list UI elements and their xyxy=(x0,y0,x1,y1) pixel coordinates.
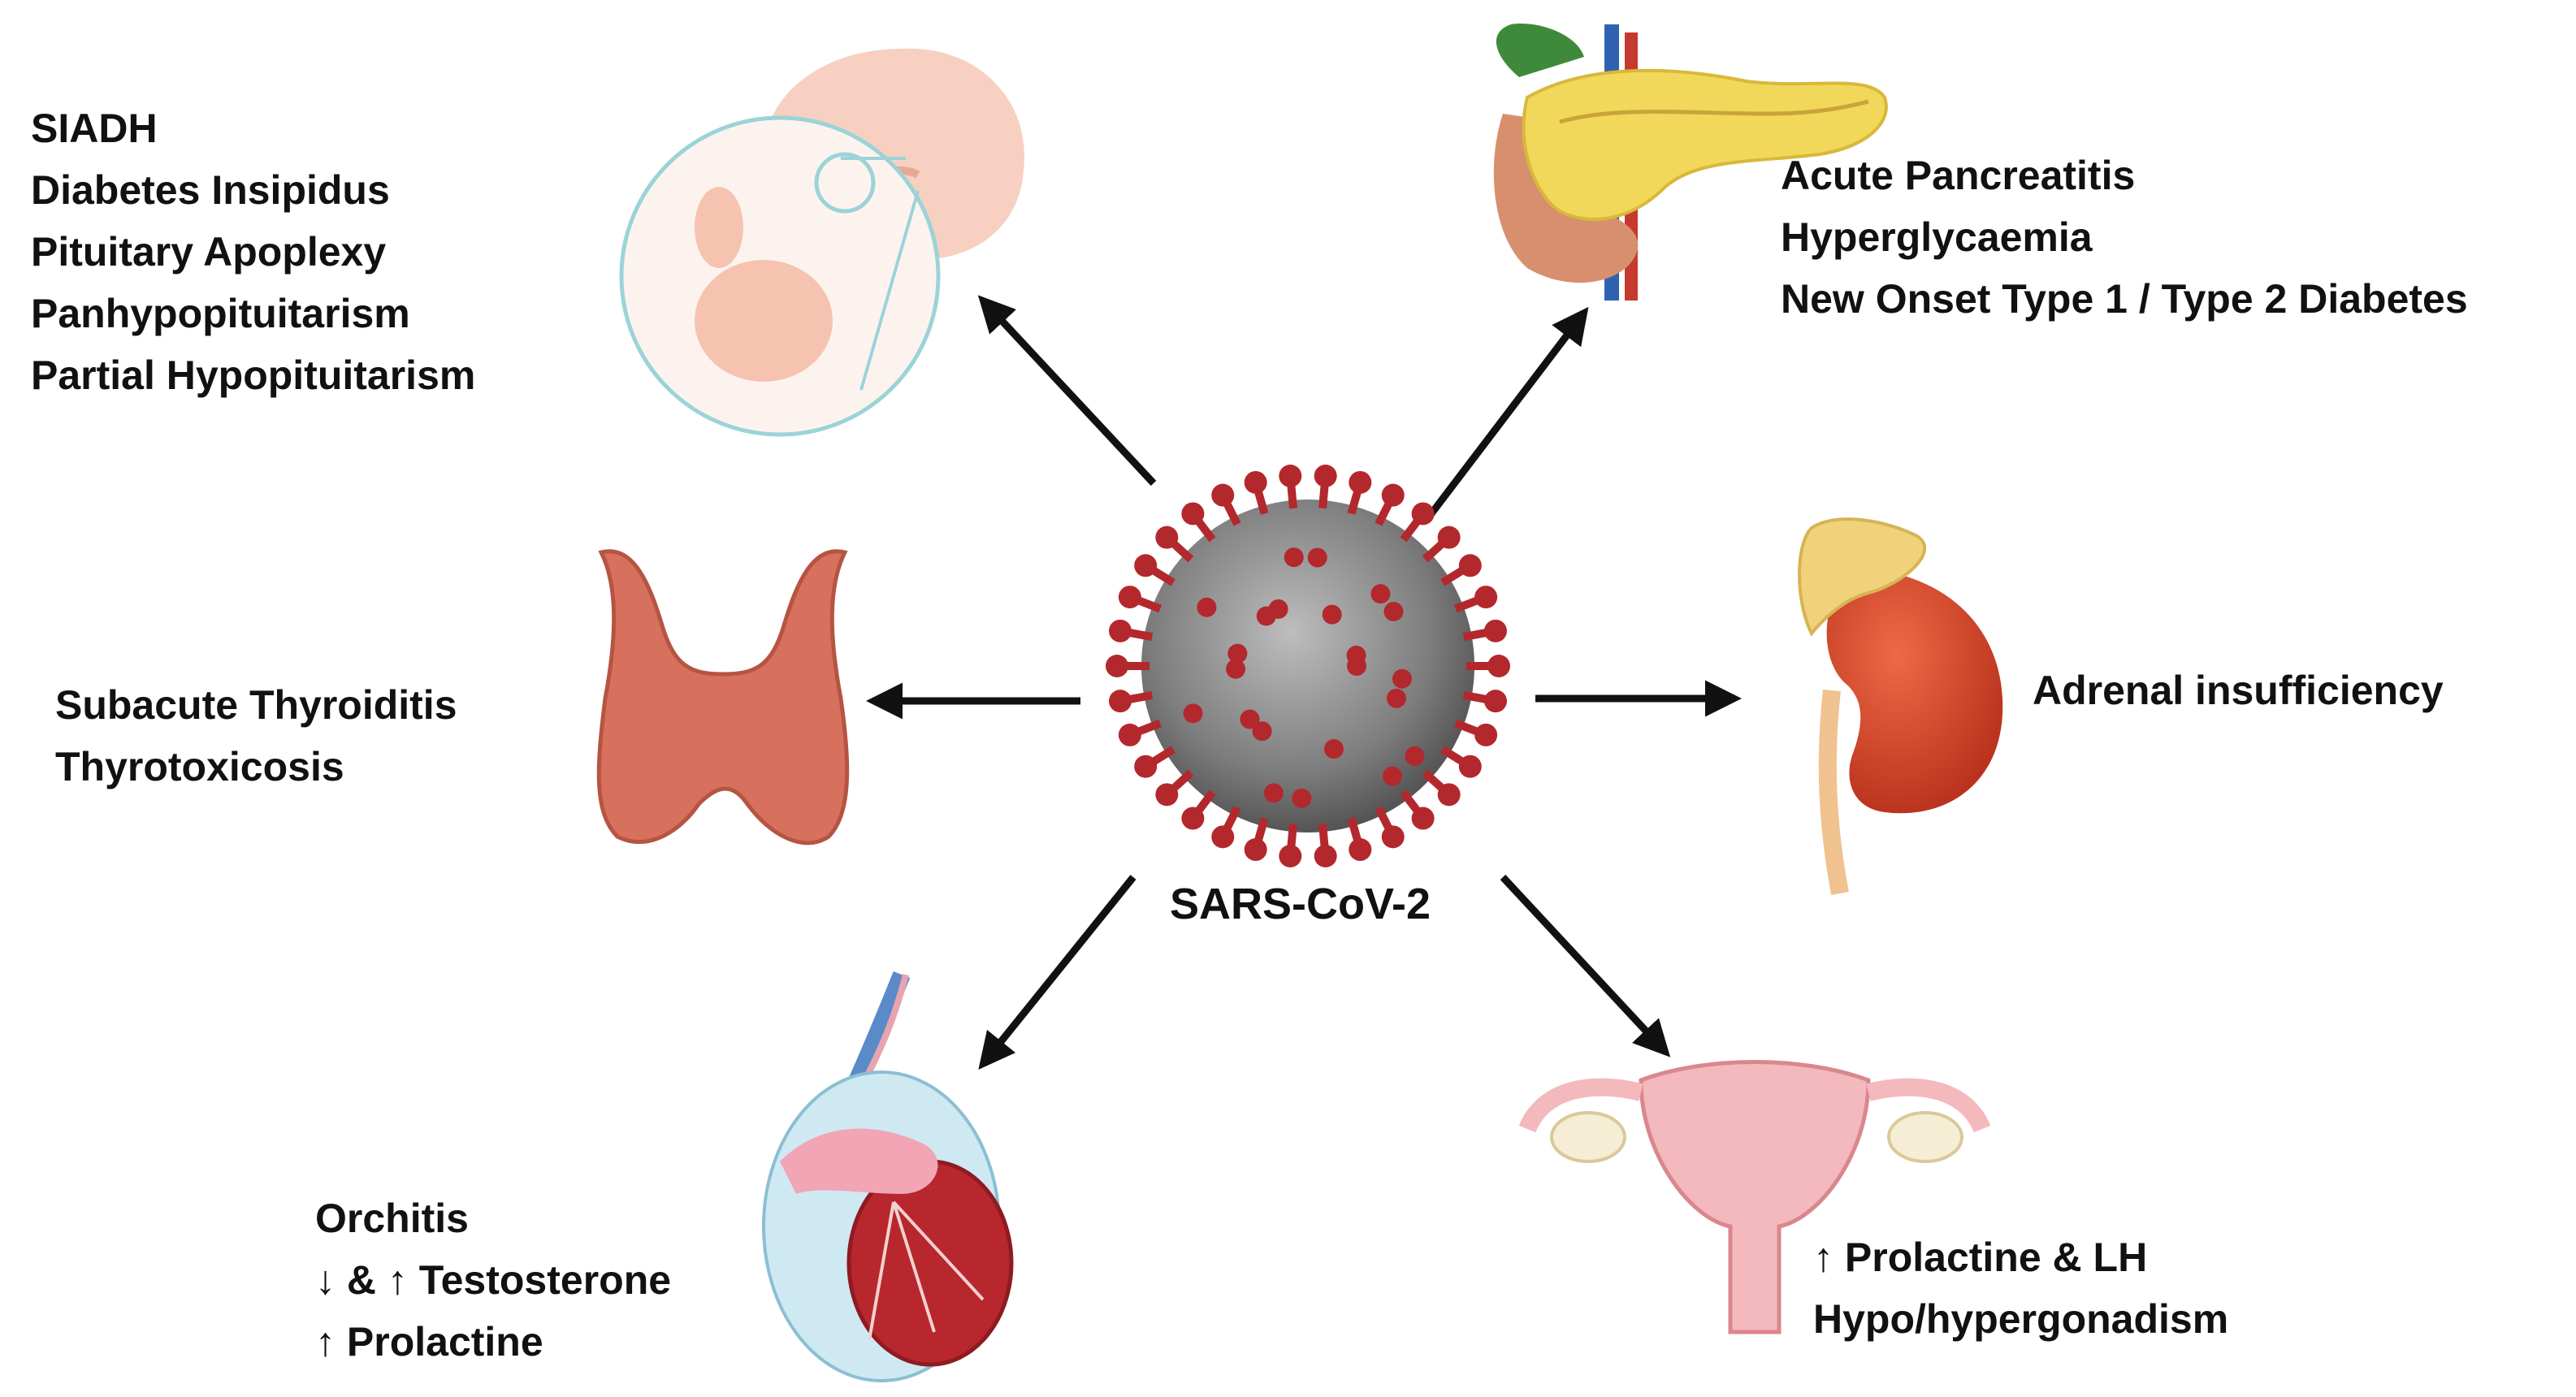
virus-spike-head xyxy=(1437,783,1461,807)
virus-spike-head xyxy=(1181,807,1205,830)
virus-spike-head xyxy=(1118,723,1141,746)
virus-surface-spike xyxy=(1392,668,1412,689)
virus-surface-spike xyxy=(1183,703,1203,724)
adrenal-conditions: Adrenal insufficiency xyxy=(2033,660,2444,721)
virus-surface-spike xyxy=(1322,604,1342,625)
virus-surface-spike xyxy=(1263,783,1284,803)
virus-spike-head xyxy=(1411,502,1435,525)
virus-spike-head xyxy=(1155,783,1179,807)
pancreas-condition-3: New Onset Type 1 / Type 2 Diabetes xyxy=(1781,276,2468,322)
virus-surface-spike xyxy=(1405,746,1425,766)
testis-condition-3: ↑ Prolactine xyxy=(315,1319,543,1365)
arrow-to-pituitary xyxy=(977,295,1157,487)
virus-spike-head xyxy=(1381,483,1405,507)
virus-surface-spike xyxy=(1386,688,1406,708)
virus-surface-spike xyxy=(1346,645,1366,665)
virus-spike-head xyxy=(1474,723,1498,746)
testis-condition-1: Orchitis xyxy=(315,1196,469,1241)
virus-spike-head xyxy=(1349,838,1372,862)
virus-spike-head xyxy=(1411,807,1435,830)
pancreas-condition-1: Acute Pancreatitis xyxy=(1781,153,2136,198)
virus-surface-spike xyxy=(1307,547,1327,568)
virus-surface-spike xyxy=(1284,547,1304,568)
virus-surface-spike xyxy=(1292,788,1312,808)
thyroid-conditions: Subacute Thyroiditis Thyrotoxicosis xyxy=(55,674,457,798)
testis-conditions: Orchitis ↓ & ↑ Testosterone ↑ Prolactine xyxy=(315,1187,671,1373)
virus-spike-head xyxy=(1244,838,1267,862)
uterus-ovaries-illustration xyxy=(1518,1060,1991,1334)
thyroid-condition-1: Subacute Thyroiditis xyxy=(55,682,457,728)
virus-spike-head xyxy=(1458,755,1482,778)
virus-spike-head xyxy=(1106,655,1128,677)
pituitary-condition-1: SIADH xyxy=(31,106,158,151)
virus-surface-spike xyxy=(1383,601,1404,621)
virus-surface-spike xyxy=(1323,739,1344,759)
virus-spike-head xyxy=(1211,825,1235,849)
virus-spike-head xyxy=(1474,586,1498,609)
virus-label: SARS-CoV-2 xyxy=(1170,880,1431,928)
virus-spike-head xyxy=(1483,619,1507,642)
pituitary-condition-5: Partial Hypopituitarism xyxy=(31,352,476,398)
virus-spike-head xyxy=(1314,465,1337,488)
pituitary-conditions: SIADH Diabetes Insipidus Pituitary Apopl… xyxy=(31,97,475,406)
brain-pituitary-illustration xyxy=(619,48,1024,437)
kidney-adrenal-illustration xyxy=(1798,517,2003,896)
sars-cov-2-virus-illustration xyxy=(1106,465,1510,867)
virus-spike-head xyxy=(1458,554,1482,577)
testis-condition-2: ↓ & ↑ Testosterone xyxy=(315,1257,672,1303)
virus-surface-spike xyxy=(1197,597,1217,617)
virus-spike-head xyxy=(1134,554,1158,577)
virus-spike-head xyxy=(1109,690,1132,713)
virus-spike-head xyxy=(1279,465,1302,488)
arrows xyxy=(866,295,1742,1070)
virus-spike-head xyxy=(1381,825,1405,849)
testis-illustration xyxy=(762,971,1014,1382)
pituitary-condition-3: Pituitary Apoplexy xyxy=(31,229,387,275)
virus-spike-head xyxy=(1134,755,1158,778)
arrow-to-testis xyxy=(978,875,1136,1070)
pituitary-condition-4: Panhypopituitarism xyxy=(31,291,410,336)
pancreas-illustration xyxy=(1493,24,1888,301)
virus-spike-head xyxy=(1118,586,1141,609)
virus-spike-head xyxy=(1244,470,1267,494)
pancreas-conditions: Acute Pancreatitis Hyperglycaemia New On… xyxy=(1781,145,2468,330)
virus-surface-spike xyxy=(1226,659,1246,679)
virus-spike-head xyxy=(1314,844,1337,867)
virus-spike-head xyxy=(1437,525,1461,549)
ovary-condition-1: ↑ Prolactine & LH xyxy=(1813,1235,2148,1280)
pituitary-condition-2: Diabetes Insipidus xyxy=(31,167,390,213)
virus-spike-head xyxy=(1155,525,1179,549)
thyroid-condition-2: Thyrotoxicosis xyxy=(55,744,344,789)
arrow-to-ovary xyxy=(1500,874,1671,1057)
virus-spike-head xyxy=(1279,844,1302,867)
thyroid-illustration xyxy=(596,549,850,846)
virus-spike-head xyxy=(1181,502,1205,525)
virus-surface-spike xyxy=(1240,709,1260,729)
arrow-to-pancreas xyxy=(1427,306,1589,518)
pancreas-condition-2: Hyperglycaemia xyxy=(1781,214,2093,260)
virus-spike-head xyxy=(1349,470,1372,494)
virus-surface-spike xyxy=(1227,643,1248,664)
ovary-condition-2: Hypo/hypergonadism xyxy=(1813,1296,2229,1342)
virus-spike-head xyxy=(1109,619,1132,642)
virus-surface-spike xyxy=(1370,584,1391,604)
virus-surface-spike xyxy=(1256,606,1276,626)
virus-spike-head xyxy=(1487,655,1510,677)
virus-surface-spike xyxy=(1383,766,1403,786)
virus-surface-spike xyxy=(1252,721,1272,742)
ovary-conditions: ↑ Prolactine & LH Hypo/hypergonadism xyxy=(1813,1226,2228,1350)
adrenal-condition-1: Adrenal insufficiency xyxy=(2033,668,2444,713)
virus-spike-head xyxy=(1483,690,1507,713)
virus-spike-head xyxy=(1211,483,1235,507)
